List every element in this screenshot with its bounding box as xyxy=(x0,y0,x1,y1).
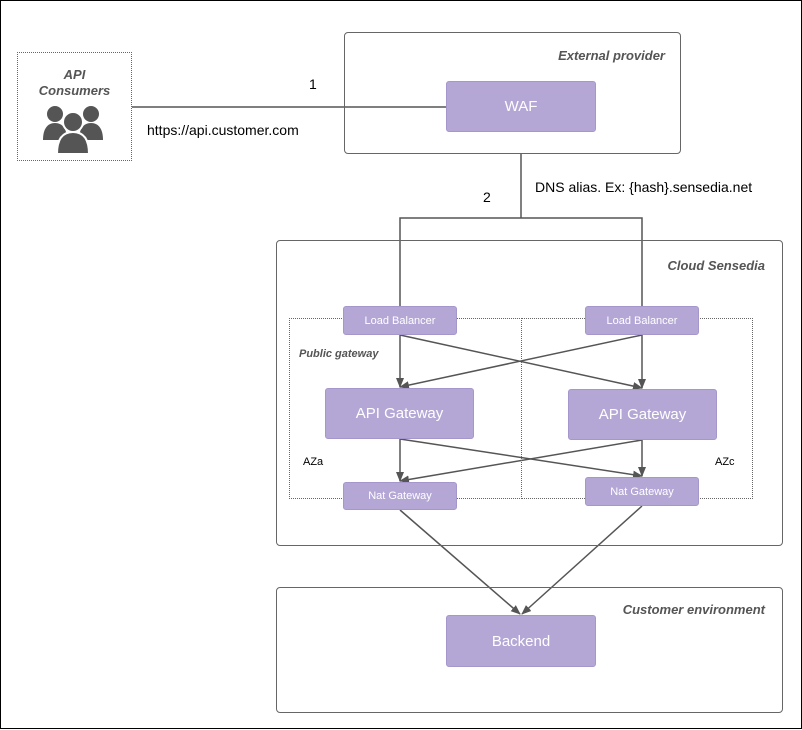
edge-label-step2: 2 xyxy=(483,189,491,205)
external-provider-region xyxy=(344,32,681,154)
edge-split-lb-right xyxy=(521,217,643,306)
waf-node[interactable]: WAF xyxy=(446,81,596,132)
edge-label-step1: 1 xyxy=(309,76,317,92)
customer-environment-title: Customer environment xyxy=(622,602,765,617)
az-left-label: AZa xyxy=(303,456,324,468)
az-right-label: AZc xyxy=(715,456,735,468)
customer-environment-region xyxy=(276,587,783,713)
api-consumers-title-line2: Consumers xyxy=(38,83,111,98)
load-balancer-left[interactable]: Load Balancer xyxy=(343,306,457,335)
public-gateway-label: Public gateway xyxy=(299,348,379,360)
edge-label-dns: DNS alias. Ex: {hash}.sensedia.net xyxy=(535,179,753,195)
nat-gateway-right[interactable]: Nat Gateway xyxy=(585,477,699,506)
api-consumers-box xyxy=(17,52,132,161)
users-group-icon xyxy=(43,106,103,154)
api-consumers-title-line1: API xyxy=(63,67,86,82)
api-consumers-title: API Consumers xyxy=(17,67,132,99)
cloud-sensedia-region xyxy=(276,240,783,546)
edge-natr-backend xyxy=(521,505,643,615)
external-provider-title: External provider xyxy=(558,48,665,63)
cloud-sensedia-title: Cloud Sensedia xyxy=(667,258,765,273)
load-balancer-right[interactable]: Load Balancer xyxy=(585,306,699,335)
nat-gateway-left[interactable]: Nat Gateway xyxy=(343,482,457,510)
backend-node[interactable]: Backend xyxy=(446,615,596,667)
api-gateway-left[interactable]: API Gateway xyxy=(325,388,474,439)
edge-label-url: https://api.customer.com xyxy=(147,122,299,138)
edge-split-lb-left xyxy=(399,217,521,306)
edge-natl-backend xyxy=(399,509,521,615)
api-gateway-right[interactable]: API Gateway xyxy=(568,389,717,440)
